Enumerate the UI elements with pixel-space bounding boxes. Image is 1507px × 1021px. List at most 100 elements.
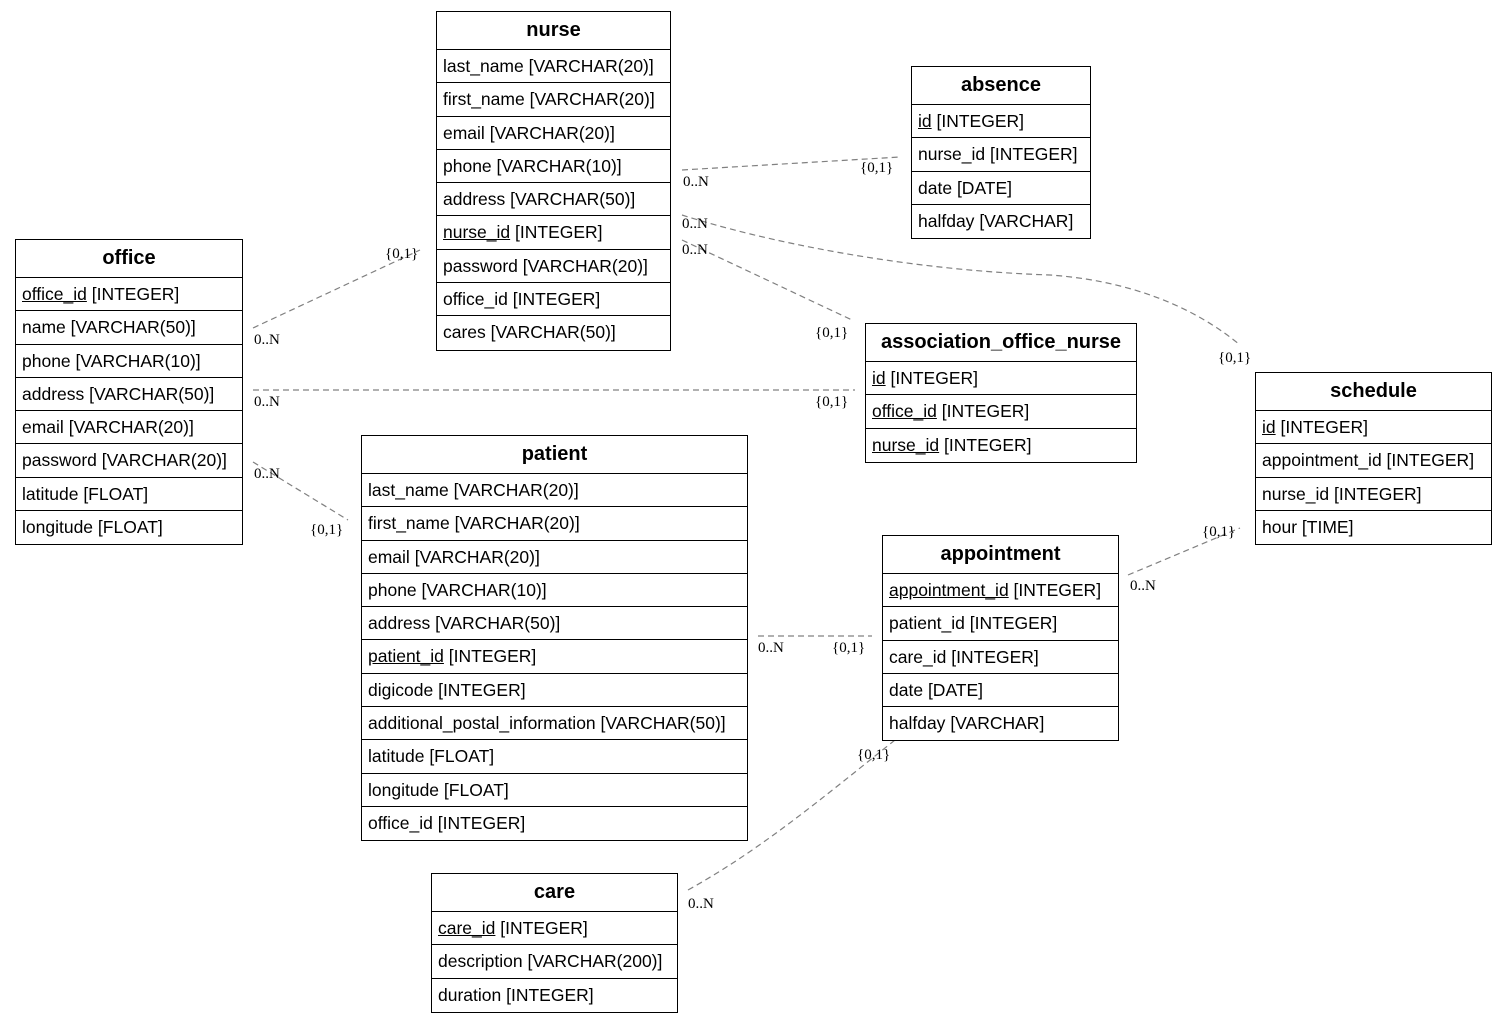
attribute-name: appointment_id	[1262, 450, 1382, 471]
attribute-type: [INTEGER]	[500, 918, 588, 938]
attribute-name: nurse_id	[918, 144, 986, 165]
attribute-row: latitude [FLOAT]	[362, 740, 747, 774]
attribute-type: [INTEGER]	[437, 812, 526, 833]
attribute-type: [INTEGER]	[1386, 450, 1475, 471]
attribute-type: [FLOAT]	[97, 517, 163, 538]
attribute-row: nurse_id [INTEGER]	[437, 216, 670, 250]
attribute-row: last_name [VARCHAR(20)]	[437, 50, 670, 84]
attribute-name: appointment_id	[889, 580, 1009, 600]
cardinality-label: 0..N	[758, 640, 784, 656]
attribute-name: office_id	[22, 284, 87, 304]
attribute-name: address	[22, 383, 85, 404]
attribute-name: date	[889, 679, 924, 700]
attribute-row: care_id [INTEGER]	[432, 912, 677, 946]
attribute-row: digicode [INTEGER]	[362, 674, 747, 708]
attribute-type: [VARCHAR(50)]	[89, 383, 215, 404]
attribute-name: digicode	[368, 679, 434, 700]
entity-title: association_office_nurse	[866, 324, 1136, 362]
entity-title: absence	[912, 67, 1090, 105]
cardinality-label: 0..N	[682, 242, 708, 258]
attribute-name: id	[872, 368, 886, 388]
attribute-row: date [DATE]	[912, 172, 1090, 205]
attribute-name: date	[918, 177, 953, 198]
attribute-name: password	[443, 255, 518, 276]
attribute-name: description	[438, 951, 523, 972]
attribute-type: [VARCHAR(50)]	[435, 613, 561, 634]
attribute-row: office_id [INTEGER]	[16, 278, 242, 312]
cardinality-label: 0..N	[688, 896, 714, 912]
attribute-row: cares [VARCHAR(50)]	[437, 316, 670, 349]
attribute-type: [VARCHAR(50)]	[490, 322, 616, 343]
attribute-row: longitude [FLOAT]	[16, 511, 242, 544]
attribute-name: phone	[368, 579, 417, 600]
attribute-type: [VARCHAR(10)]	[421, 579, 547, 600]
attribute-name: first_name	[443, 89, 525, 110]
attribute-name: halfday	[918, 210, 975, 231]
attribute-name: email	[368, 546, 410, 567]
attribute-row: password [VARCHAR(20)]	[437, 250, 670, 284]
relationship-line-nurse-absence	[681, 156, 901, 171]
attribute-name: office_id	[872, 401, 937, 422]
attribute-type: [INTEGER]	[91, 284, 180, 304]
attribute-name: nurse_id	[1262, 483, 1330, 504]
attribute-type: [INTEGER]	[515, 222, 603, 243]
attribute-type: [INTEGER]	[1280, 417, 1369, 437]
attribute-type: [VARCHAR(20)]	[453, 480, 579, 500]
attribute-type: [DATE]	[927, 679, 984, 700]
attribute-type: [VARCHAR]	[979, 210, 1074, 231]
attribute-type: [INTEGER]	[890, 368, 979, 388]
attribute-name: address	[443, 189, 506, 210]
attribute-type: [VARCHAR(20)]	[101, 450, 227, 471]
attribute-name: patient_id	[368, 646, 444, 667]
attribute-row: description [VARCHAR(200)]	[432, 945, 677, 979]
attribute-row: address [VARCHAR(50)]	[362, 607, 747, 641]
cardinality-label: 0..N	[682, 216, 708, 232]
attribute-name: nurse_id	[872, 434, 940, 455]
attribute-name: care_id	[438, 918, 496, 938]
attribute-type: [INTEGER]	[936, 111, 1025, 131]
entity-title: care	[432, 874, 677, 912]
attribute-type: [INTEGER]	[448, 646, 537, 667]
attribute-row: address [VARCHAR(50)]	[16, 378, 242, 412]
entity-title: patient	[362, 436, 747, 474]
attribute-name: last_name	[443, 56, 524, 76]
attribute-row: first_name [VARCHAR(20)]	[437, 83, 670, 117]
attribute-row: id [INTEGER]	[912, 105, 1090, 139]
relationship-line-nurse-association	[681, 239, 853, 321]
entity-title: nurse	[437, 12, 670, 50]
attribute-name: patient_id	[889, 613, 965, 634]
attribute-row: halfday [VARCHAR]	[912, 205, 1090, 238]
attribute-name: halfday	[889, 713, 946, 734]
attribute-name: cares	[443, 322, 486, 343]
relationship-line-office-patient	[252, 461, 349, 521]
attribute-row: last_name [VARCHAR(20)]	[362, 474, 747, 508]
attribute-type: [INTEGER]	[941, 401, 1030, 422]
cardinality-label: 0..N	[254, 466, 280, 482]
relationship-line-appointment-schedule	[1127, 527, 1241, 576]
attribute-row: office_id [INTEGER]	[866, 395, 1136, 429]
attribute-row: latitude [FLOAT]	[16, 478, 242, 512]
attribute-row: phone [VARCHAR(10)]	[437, 150, 670, 184]
attribute-row: nurse_id [INTEGER]	[866, 429, 1136, 462]
attribute-row: nurse_id [INTEGER]	[1256, 478, 1491, 511]
attribute-row: care_id [INTEGER]	[883, 641, 1118, 674]
attribute-name: longitude	[22, 517, 94, 538]
attribute-type: [FLOAT]	[443, 779, 509, 800]
attribute-row: appointment_id [INTEGER]	[883, 574, 1118, 608]
attribute-row: email [VARCHAR(20)]	[16, 411, 242, 445]
attribute-name: email	[22, 417, 64, 438]
relationship-line-office-nurse	[252, 249, 421, 329]
cardinality-label: {0,1}	[310, 522, 343, 538]
entity-title: appointment	[883, 536, 1118, 574]
attribute-row: phone [VARCHAR(10)]	[362, 574, 747, 608]
attribute-type: [INTEGER]	[506, 984, 594, 1005]
attribute-name: address	[368, 613, 431, 634]
